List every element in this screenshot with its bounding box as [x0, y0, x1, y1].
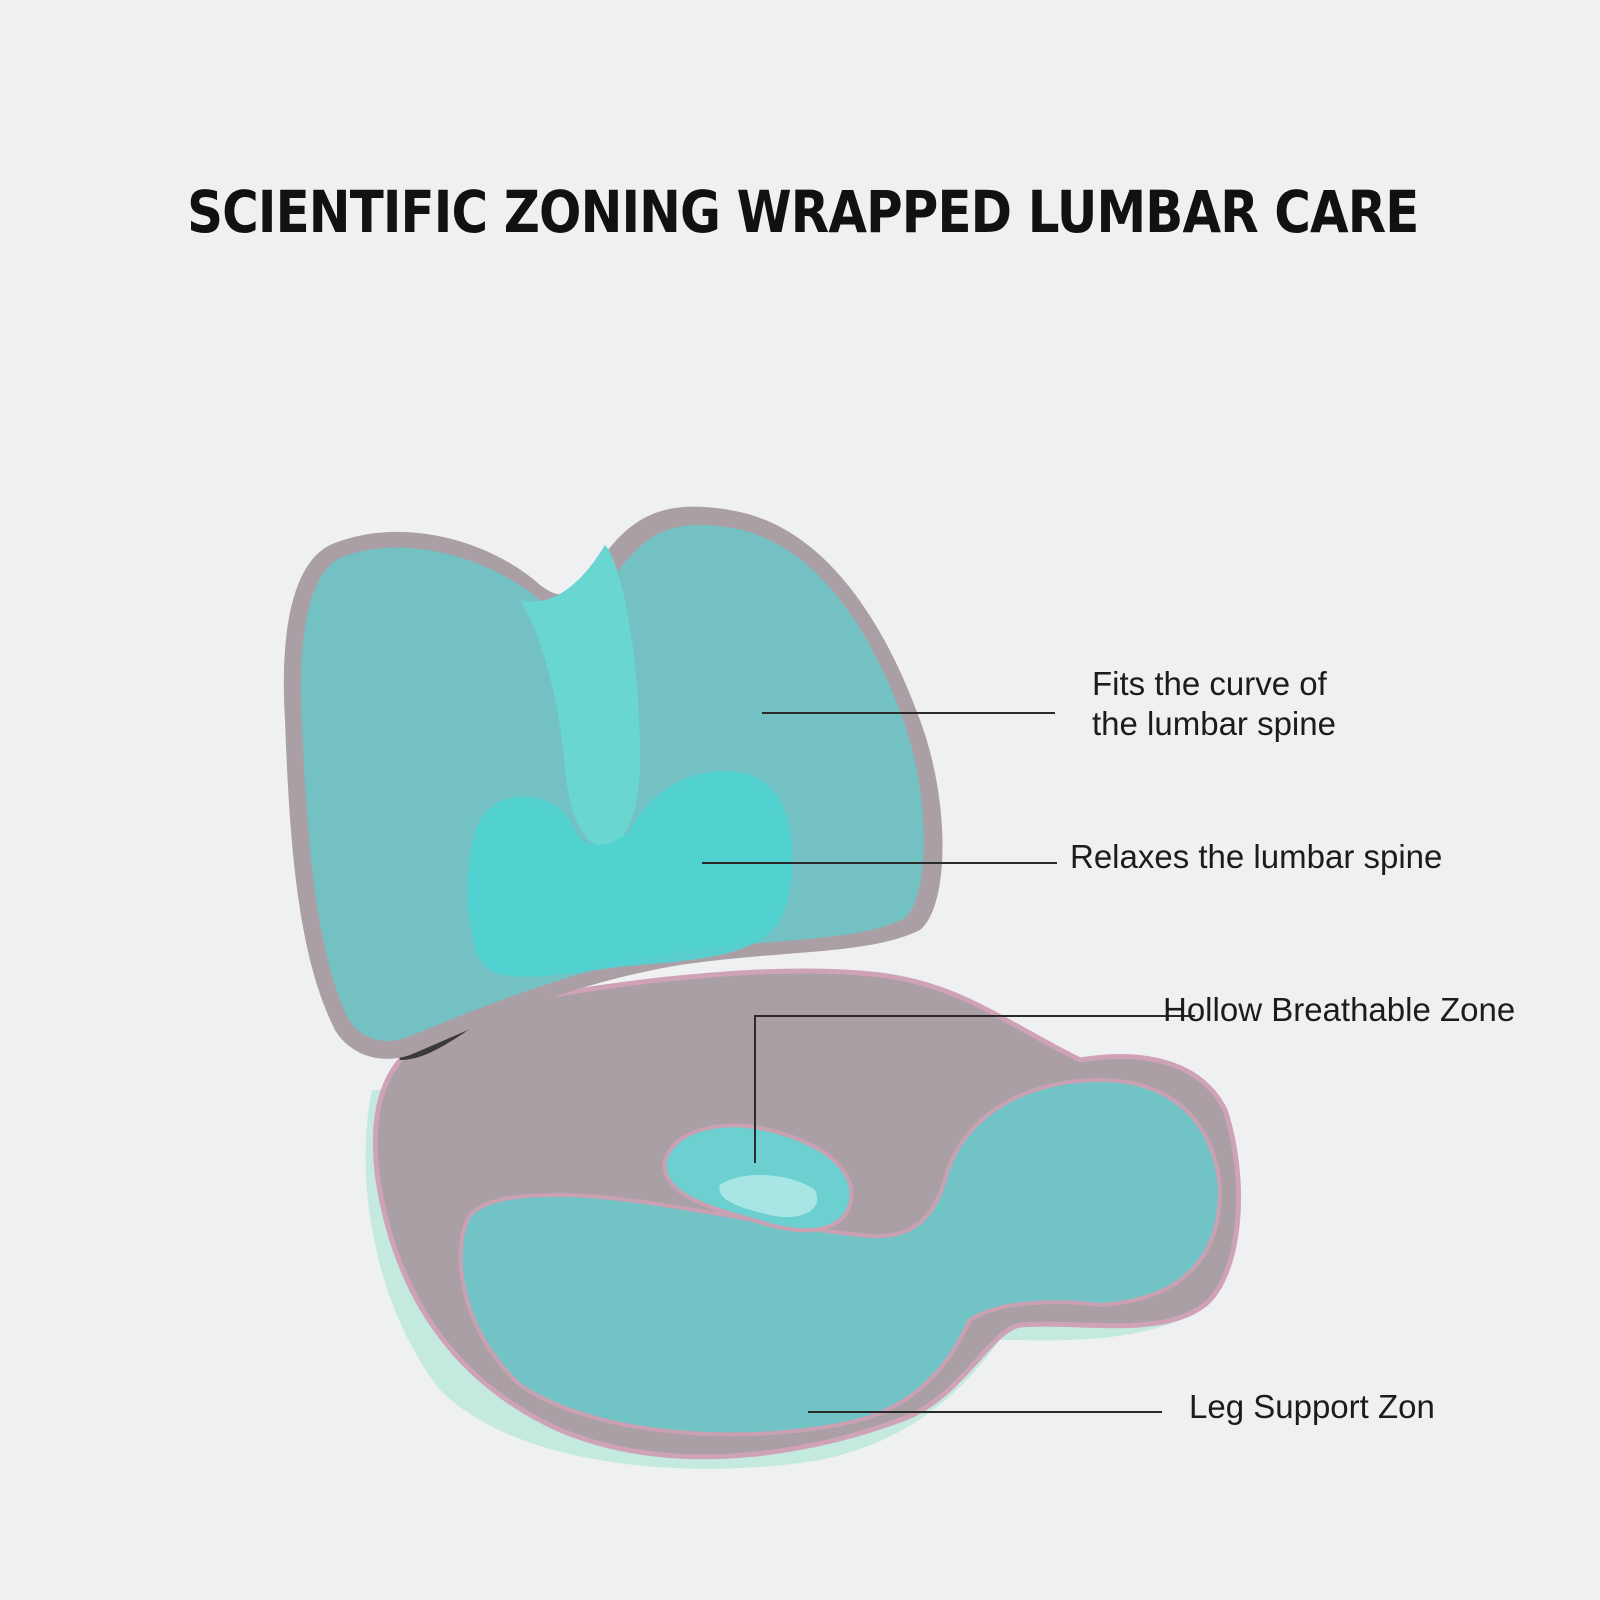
callout-hollow: Hollow Breathable Zone: [1163, 991, 1516, 1028]
relax-zone: [467, 771, 793, 977]
lumbar-curve-zone: [520, 545, 640, 849]
callout-lumbar-curve-line2: the lumbar spine: [1092, 705, 1336, 742]
callout-lumbar-curve-line1: Fits the curve of: [1092, 665, 1327, 702]
callout-lumbar-curve: Fits the curve of the lumbar spine: [1092, 664, 1336, 744]
callout-leg: Leg Support Zon: [1189, 1388, 1435, 1425]
callout-relax: Relaxes the lumbar spine: [1070, 838, 1443, 875]
callout-line-hollow: [754, 1015, 1195, 1163]
hollow-inner: [719, 1174, 818, 1218]
headline: SCIENTIFIC ZONING WRAPPED LUMBAR CARE: [187, 178, 1419, 246]
